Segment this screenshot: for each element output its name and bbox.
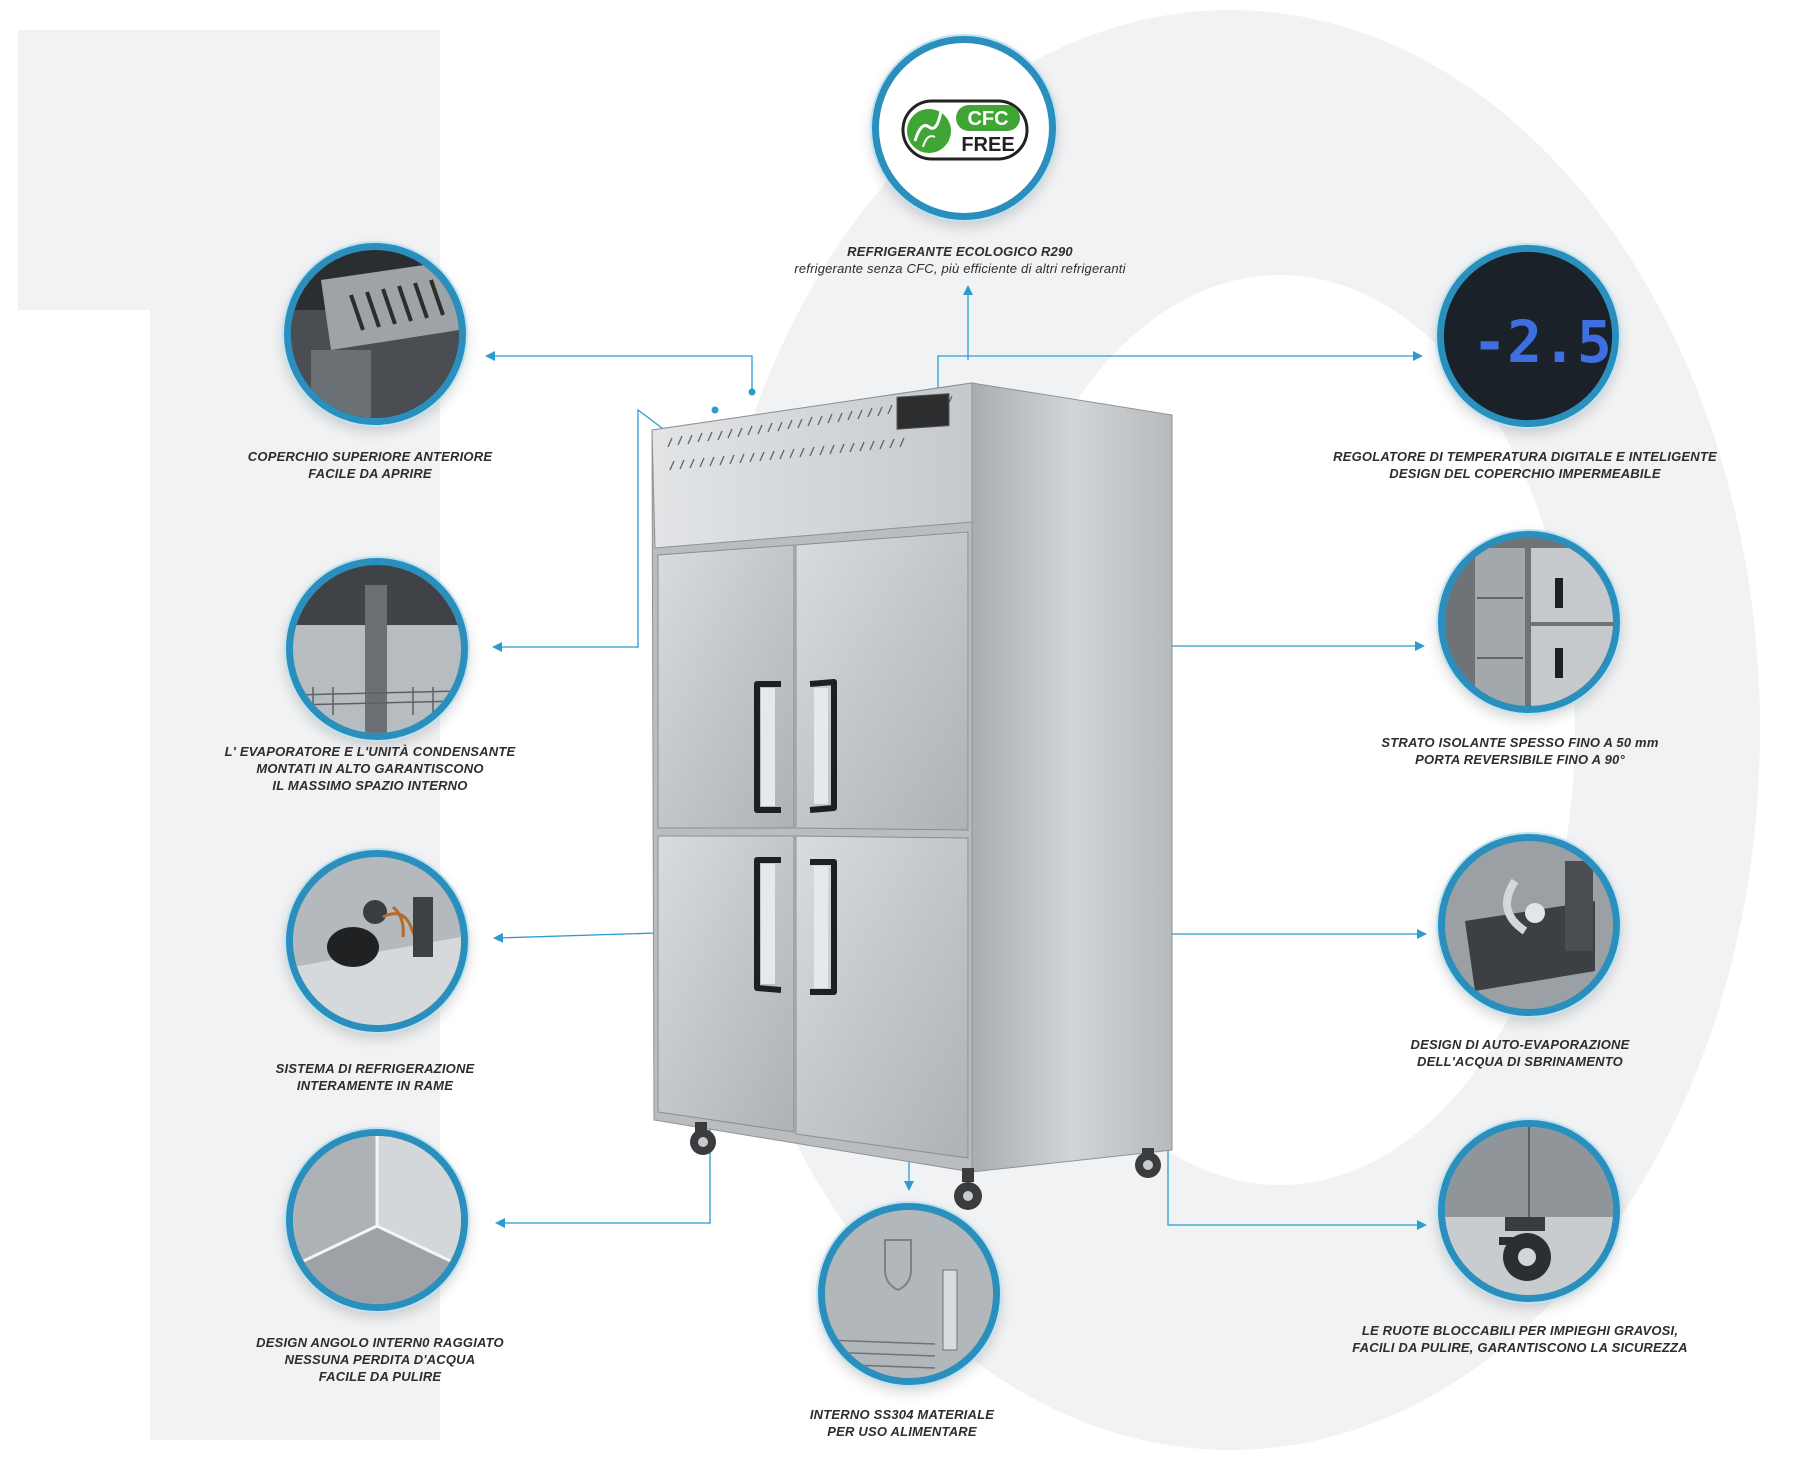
rounded-corner-icon <box>286 1129 468 1311</box>
caption-interior: INTERNO SS304 MATERIALE PER USO ALIMENTA… <box>809 1407 995 1439</box>
svg-text:FREE: FREE <box>961 134 1014 156</box>
caption-thermostat: REGOLATORE DI TEMPERATURA DIGITALE E INT… <box>1333 449 1717 481</box>
caption-corner: DESIGN ANGOLO INTERN0 RAGGIATO NESSUNA P… <box>256 1335 504 1384</box>
svg-text:CFC: CFC <box>967 108 1008 130</box>
evaporator-interior-icon <box>286 558 468 740</box>
cfc-free-icon: CFC FREE <box>872 36 1056 220</box>
svg-text:-2.5: -2.5 <box>1472 308 1612 376</box>
caption-top-cover: COPERCHIO SUPERIORE ANTERIORE FACILE DA … <box>247 449 493 481</box>
insulated-door-icon <box>1438 531 1620 713</box>
connector-copper <box>493 932 658 943</box>
caption-evaporator: L' EVAPORATORE E L'UNITÀ CONDENSANTE MON… <box>224 744 516 793</box>
connector-wheels <box>1167 1093 1427 1230</box>
connector-top-cover <box>485 351 753 392</box>
caption-refrigerant: REFRIGERANTE ECOLOGICO R290 refrigerante… <box>794 244 1126 276</box>
locking-wheel-icon <box>1438 1120 1620 1302</box>
top-cover-vent-icon <box>284 243 466 425</box>
caption-insulation: STRATO ISOLANTE SPESSO FINO A 50 mm PORT… <box>1381 735 1659 767</box>
caption-copper: SISTEMA DI REFRIGERAZIONE INTERAMENTE IN… <box>275 1061 475 1093</box>
caption-evaporation: DESIGN DI AUTO-EVAPORAZIONE DELL'ACQUA D… <box>1410 1037 1630 1069</box>
digital-thermostat-icon: -2.5 <box>1437 245 1619 427</box>
ss304-interior-icon <box>818 1203 1000 1385</box>
evaporation-tray-icon <box>1438 834 1620 1016</box>
caption-wheels: LE RUOTE BLOCCABILI PER IMPIEGHI GRAVOSI… <box>1352 1323 1688 1355</box>
four-door-refrigerator-icon <box>651 382 1173 1210</box>
compressor-icon <box>286 850 468 1032</box>
